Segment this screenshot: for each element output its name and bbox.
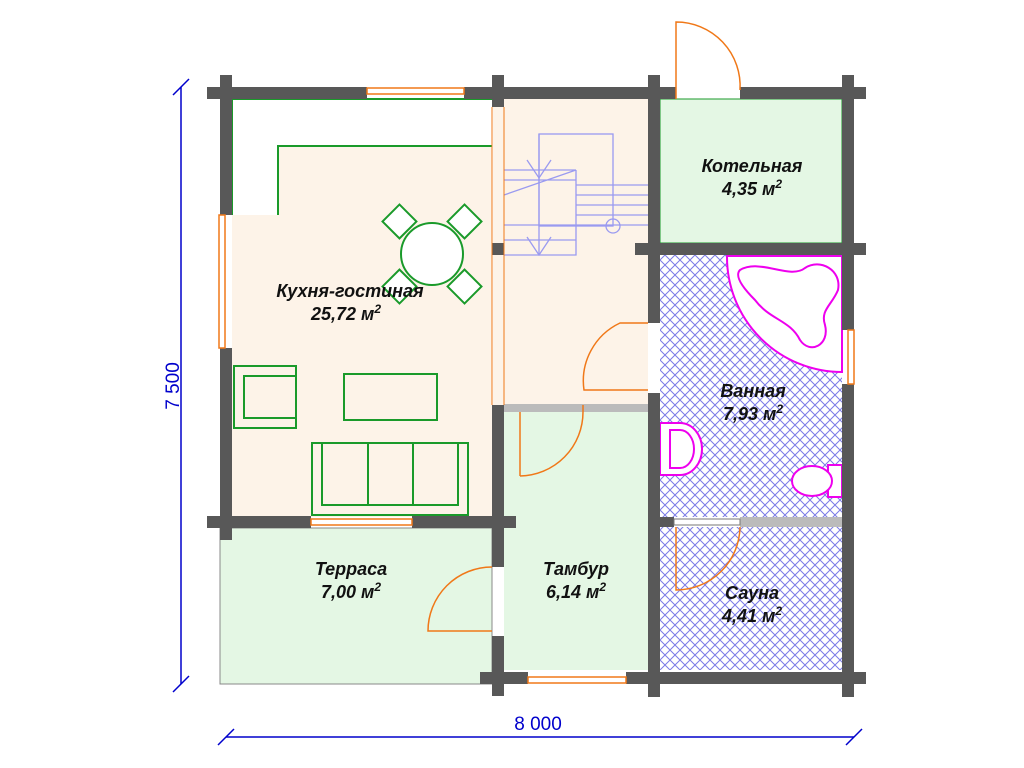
kitchen-name: Кухня-гостиная — [276, 281, 424, 301]
doors — [427, 21, 741, 632]
vestibule-name: Тамбур — [543, 559, 609, 579]
door-boiler — [675, 21, 741, 99]
living-furniture — [233, 365, 469, 516]
door-terrace — [427, 566, 493, 632]
window-kitchen-bottom — [310, 518, 413, 526]
kitchen-area: 25,72 м2 — [310, 302, 381, 324]
dining-table — [400, 222, 464, 286]
sofa — [311, 442, 469, 516]
dimension-height-label: 7 500 — [163, 362, 184, 410]
boiler-name: Котельная — [702, 156, 803, 176]
terrace-floor — [219, 527, 493, 685]
sauna-floor — [660, 527, 842, 670]
boiler-area: 4,35 м2 — [721, 177, 782, 199]
door-sauna — [675, 526, 741, 591]
vestibule-area: 6,14 м2 — [546, 580, 606, 602]
dimension-width-label: 8 000 — [514, 714, 562, 735]
sanitary — [659, 255, 843, 498]
window-kitchen-left — [218, 214, 226, 349]
dimension-width — [217, 728, 863, 746]
window-kitchen-top — [366, 87, 465, 95]
window-vestibule — [527, 676, 627, 684]
door-vestibule-hall — [519, 405, 584, 477]
sauna-area: 4,41 м2 — [721, 604, 782, 626]
bath-name: Ванная — [720, 381, 786, 401]
hall-floor — [493, 99, 648, 405]
sauna-name: Сауна — [725, 583, 779, 603]
staircase — [503, 133, 648, 257]
vestibule-floor — [504, 412, 648, 670]
windows — [218, 87, 855, 684]
dimension-height — [172, 78, 190, 693]
toilet-bowl — [791, 465, 833, 497]
door-hall-bath — [582, 322, 648, 391]
dining-set — [381, 203, 483, 305]
walls — [207, 75, 866, 697]
terrace-area: 7,00 м2 — [321, 580, 381, 602]
window-bath — [847, 329, 855, 385]
coffee-table — [343, 373, 438, 421]
kitchen-floor-upper — [278, 146, 492, 216]
room-fills — [219, 98, 843, 685]
bath-area: 7,93 м2 — [723, 402, 783, 424]
terrace-name: Терраса — [315, 559, 387, 579]
